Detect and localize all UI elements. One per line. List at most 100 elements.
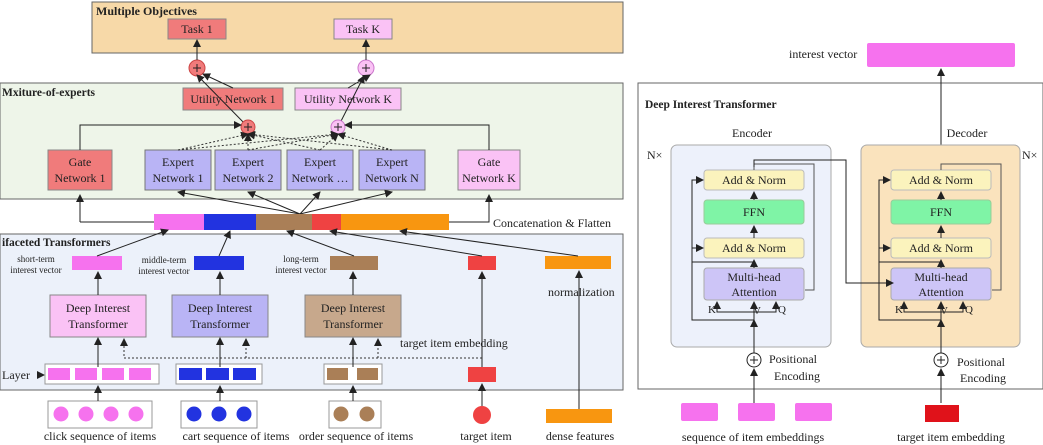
mha-line1: Multi-head bbox=[727, 270, 780, 284]
dit-middle-line2: Transformer bbox=[190, 317, 250, 331]
target-item-embedding-label: target item embedding bbox=[400, 336, 508, 350]
gate-network-1-line1: Gate bbox=[69, 155, 92, 169]
embedding-cell bbox=[357, 368, 378, 380]
input-item-dot bbox=[78, 406, 94, 422]
input-item-dot bbox=[128, 406, 144, 422]
short-term-vector bbox=[72, 256, 122, 270]
plus-circle-icon bbox=[746, 352, 762, 368]
expert-network-line1: Expert bbox=[304, 155, 337, 169]
expert-route-k bbox=[247, 131, 339, 151]
add-norm-label: Add & Norm bbox=[722, 241, 787, 255]
enc-positional-2: Encoding bbox=[774, 369, 820, 383]
normalization-label: normalization bbox=[548, 285, 615, 299]
dense-feature-vector bbox=[545, 256, 611, 269]
utility-network-k-label: Utility Network K bbox=[304, 92, 392, 106]
order-seq-label: order sequence of items bbox=[299, 429, 414, 443]
input-item-dot bbox=[211, 406, 227, 422]
expert-network-box bbox=[358, 149, 426, 191]
input-item-dot bbox=[186, 406, 202, 422]
residual-arrow bbox=[878, 244, 941, 321]
expert-input bbox=[247, 191, 301, 215]
interest-vector-output bbox=[867, 43, 1015, 67]
embedding-cell bbox=[48, 368, 70, 380]
target-embedding-vector bbox=[468, 367, 496, 382]
objectives-title: Multiple Objectives bbox=[96, 4, 197, 18]
add-norm-label: Add & Norm bbox=[909, 173, 974, 187]
multifaceted-title: ifaceted Transformers bbox=[2, 237, 111, 249]
cart-seq-label: cart sequence of items bbox=[183, 429, 290, 443]
seq-embedding-3 bbox=[795, 403, 832, 421]
decoder-nx: N× bbox=[1022, 148, 1037, 162]
short-term-label-2: interest vector bbox=[10, 265, 61, 275]
embedding-cell bbox=[233, 368, 256, 380]
expert-network-line2: Network N bbox=[365, 171, 419, 185]
enc-positional-1: Positional bbox=[769, 352, 818, 366]
seq-embedding-1 bbox=[681, 403, 718, 421]
add-norm-label: Add & Norm bbox=[909, 241, 974, 255]
input-item-dot bbox=[359, 406, 375, 422]
target-embedding-right bbox=[925, 405, 959, 422]
embedding-cell bbox=[179, 368, 202, 380]
residual-arrow bbox=[691, 244, 754, 321]
plus-circle-icon bbox=[240, 119, 256, 135]
concat-segment bbox=[204, 214, 256, 230]
gate-network-k-line2: Network K bbox=[462, 171, 516, 185]
plus-circle-icon bbox=[188, 59, 206, 77]
expert-input bbox=[299, 189, 393, 215]
target-item-label: target item bbox=[460, 429, 512, 443]
expert-route-k bbox=[337, 132, 393, 151]
expert-network-line1: Expert bbox=[376, 155, 409, 169]
target-item-dot bbox=[473, 406, 491, 424]
target-embedding-right-label: target item embedding bbox=[897, 430, 1005, 444]
expert-network-box bbox=[144, 149, 212, 191]
dit-panel-title: Deep Interest Transformer bbox=[645, 99, 777, 111]
target-item-vector bbox=[468, 256, 496, 270]
mha-line2: Attention bbox=[918, 285, 963, 299]
dit-middle-line1: Deep Interest bbox=[188, 301, 253, 315]
input-item-dot bbox=[333, 406, 349, 422]
dec-positional-1: Positional bbox=[957, 355, 1006, 369]
middle-term-vector bbox=[194, 256, 244, 270]
expert-network-line2: Network 1 bbox=[153, 171, 204, 185]
gate-network-k-line1: Gate bbox=[478, 155, 501, 169]
dit-box-short bbox=[49, 294, 147, 338]
expert-route-1 bbox=[247, 131, 321, 151]
add-norm-label: Add & Norm bbox=[722, 173, 787, 187]
dense-features-bar bbox=[546, 409, 612, 423]
dit-short-line1: Deep Interest bbox=[66, 301, 131, 315]
mha-line2: Attention bbox=[731, 285, 776, 299]
gate-network-1-box bbox=[47, 149, 113, 191]
task-k-label: Task K bbox=[346, 22, 380, 36]
q-label: Q bbox=[778, 304, 786, 316]
expert-network-line2: Network 2 bbox=[223, 171, 274, 185]
ffn-label: FFN bbox=[930, 205, 952, 219]
long-term-label-2: interest vector bbox=[275, 265, 326, 275]
encoder-label: Encoder bbox=[732, 126, 772, 140]
expert-network-box bbox=[286, 149, 354, 191]
interest-vector-label: interest vector bbox=[789, 47, 857, 61]
expert-route-1 bbox=[247, 130, 393, 151]
embedding-cell bbox=[327, 368, 348, 380]
expert-route-k bbox=[177, 130, 339, 151]
embedding-cell bbox=[75, 368, 97, 380]
q-arrow bbox=[753, 301, 780, 320]
middle-term-label-1: middle-term bbox=[142, 255, 187, 265]
dit-box-middle bbox=[171, 294, 269, 338]
moe-title: Mxiture-of-experts bbox=[2, 87, 96, 99]
residual-arrow bbox=[878, 176, 941, 263]
layer-label: Layer bbox=[2, 368, 30, 382]
dit-short-line2: Transformer bbox=[68, 317, 128, 331]
plus-circle-icon bbox=[330, 119, 346, 135]
seq-embeddings-label: sequence of item embeddings bbox=[682, 430, 825, 444]
expert-input bbox=[299, 191, 321, 215]
q-label: Q bbox=[965, 304, 973, 316]
input-item-dot bbox=[53, 406, 69, 422]
ffn-label: FFN bbox=[743, 205, 765, 219]
v-label: V bbox=[753, 305, 761, 317]
dit-box-long bbox=[304, 294, 402, 338]
concat-label: Concatenation & Flatten bbox=[493, 216, 611, 230]
concat-segment bbox=[312, 214, 341, 230]
middle-term-label-2: interest vector bbox=[138, 266, 189, 276]
embedding-cell bbox=[206, 368, 229, 380]
residual-arrow bbox=[691, 176, 754, 263]
